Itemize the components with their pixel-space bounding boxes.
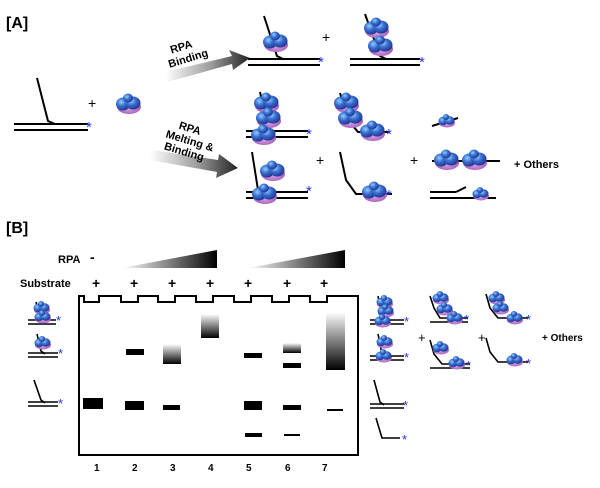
lane-number-4: 4 <box>208 463 214 474</box>
others-label-b: + Others <box>542 333 583 344</box>
plus-sign: + <box>418 330 426 345</box>
substrate-flap-dna <box>14 77 88 131</box>
lane-number-5: 5 <box>246 463 252 474</box>
product-three-rpa: * <box>246 91 312 145</box>
legend-left-one-rpa: * <box>28 333 63 361</box>
svg-text:*: * <box>58 396 63 411</box>
gel-bands <box>83 312 345 437</box>
svg-text:*: * <box>56 313 61 328</box>
substrate-mark-7: + <box>320 275 328 291</box>
lane-number-6: 6 <box>285 463 291 474</box>
substrate-mark-5: + <box>244 275 252 291</box>
rpa-gradient-wedge-right <box>248 250 345 268</box>
substrate-mark-1: + <box>92 275 100 291</box>
svg-text:*: * <box>318 54 324 71</box>
lane-number-3: 3 <box>170 463 176 474</box>
svg-text:*: * <box>404 314 409 329</box>
product-melted-two-rpa-b: * <box>246 151 312 204</box>
substrate-label-star: * <box>86 119 92 136</box>
svg-text:*: * <box>526 312 531 327</box>
plus-sign: + <box>478 330 486 345</box>
legend-right-free-substrate: * <box>370 379 408 413</box>
lane-number-7: 7 <box>322 463 328 474</box>
svg-text:*: * <box>464 312 469 327</box>
svg-text:*: * <box>402 432 407 447</box>
product-two-rpa: * <box>350 13 425 71</box>
product-ssdna-rpa <box>431 114 459 128</box>
legend-right-two-rpa: * <box>370 333 409 365</box>
svg-text:*: * <box>306 183 312 200</box>
lane-number-1: 1 <box>94 463 100 474</box>
plus-sign: + <box>88 95 96 111</box>
substrate-marks: + + + + + + + <box>92 275 328 291</box>
legend-right-melted-two-rpa: * <box>429 339 471 373</box>
legend-right-melted-three-rpa-b: * <box>485 291 531 327</box>
substrate-mark-3: + <box>168 275 176 291</box>
svg-text:*: * <box>58 346 63 361</box>
svg-text:*: * <box>386 187 392 204</box>
substrate-mark-6: + <box>283 275 291 291</box>
plus-sign: + <box>316 152 324 168</box>
product-melted-two-rpa: * <box>334 92 392 143</box>
legend-left-two-rpa: * <box>28 301 61 328</box>
plus-sign: + <box>410 152 418 168</box>
product-gapped-dna <box>430 186 496 201</box>
substrate-row-label: Substrate <box>20 278 71 290</box>
legend-left-free-substrate: * <box>28 379 63 411</box>
svg-text:*: * <box>419 54 425 71</box>
panel-a-label: [A] <box>6 15 28 32</box>
rpa-gradient-wedge-left <box>122 250 217 268</box>
panel-b-label: [B] <box>6 220 28 237</box>
product-dsdna-multi-rpa <box>432 149 500 170</box>
gel-outline <box>78 295 359 456</box>
svg-text:*: * <box>526 356 531 371</box>
rpa-melting-binding-arrow <box>150 150 238 178</box>
substrate-mark-2: + <box>130 275 138 291</box>
legend-right-melted-one-rpa: * <box>485 337 531 371</box>
substrate-mark-4: + <box>206 275 214 291</box>
svg-text:*: * <box>466 358 471 373</box>
legend-right-ssdna: * <box>375 417 407 447</box>
rpa-minus: - <box>90 249 95 265</box>
svg-text:*: * <box>386 126 392 143</box>
rpa-row-label: RPA <box>58 254 80 266</box>
lane-number-2: 2 <box>132 463 138 474</box>
svg-text:*: * <box>403 398 408 413</box>
svg-text:*: * <box>306 126 312 143</box>
svg-text:*: * <box>404 350 409 365</box>
legend-right-three-rpa: * <box>370 295 409 329</box>
product-one-rpa: * <box>248 15 324 71</box>
product-melted-one-rpa: * <box>339 151 392 204</box>
legend-right-melted-three-rpa: * <box>429 291 469 327</box>
others-label: + Others <box>514 159 559 171</box>
lane-numbers: 1 2 3 4 5 6 7 <box>94 463 328 474</box>
rpa-binding-arrow <box>165 50 250 82</box>
rpa-protein-icon <box>116 93 141 114</box>
plus-sign: + <box>322 29 330 45</box>
